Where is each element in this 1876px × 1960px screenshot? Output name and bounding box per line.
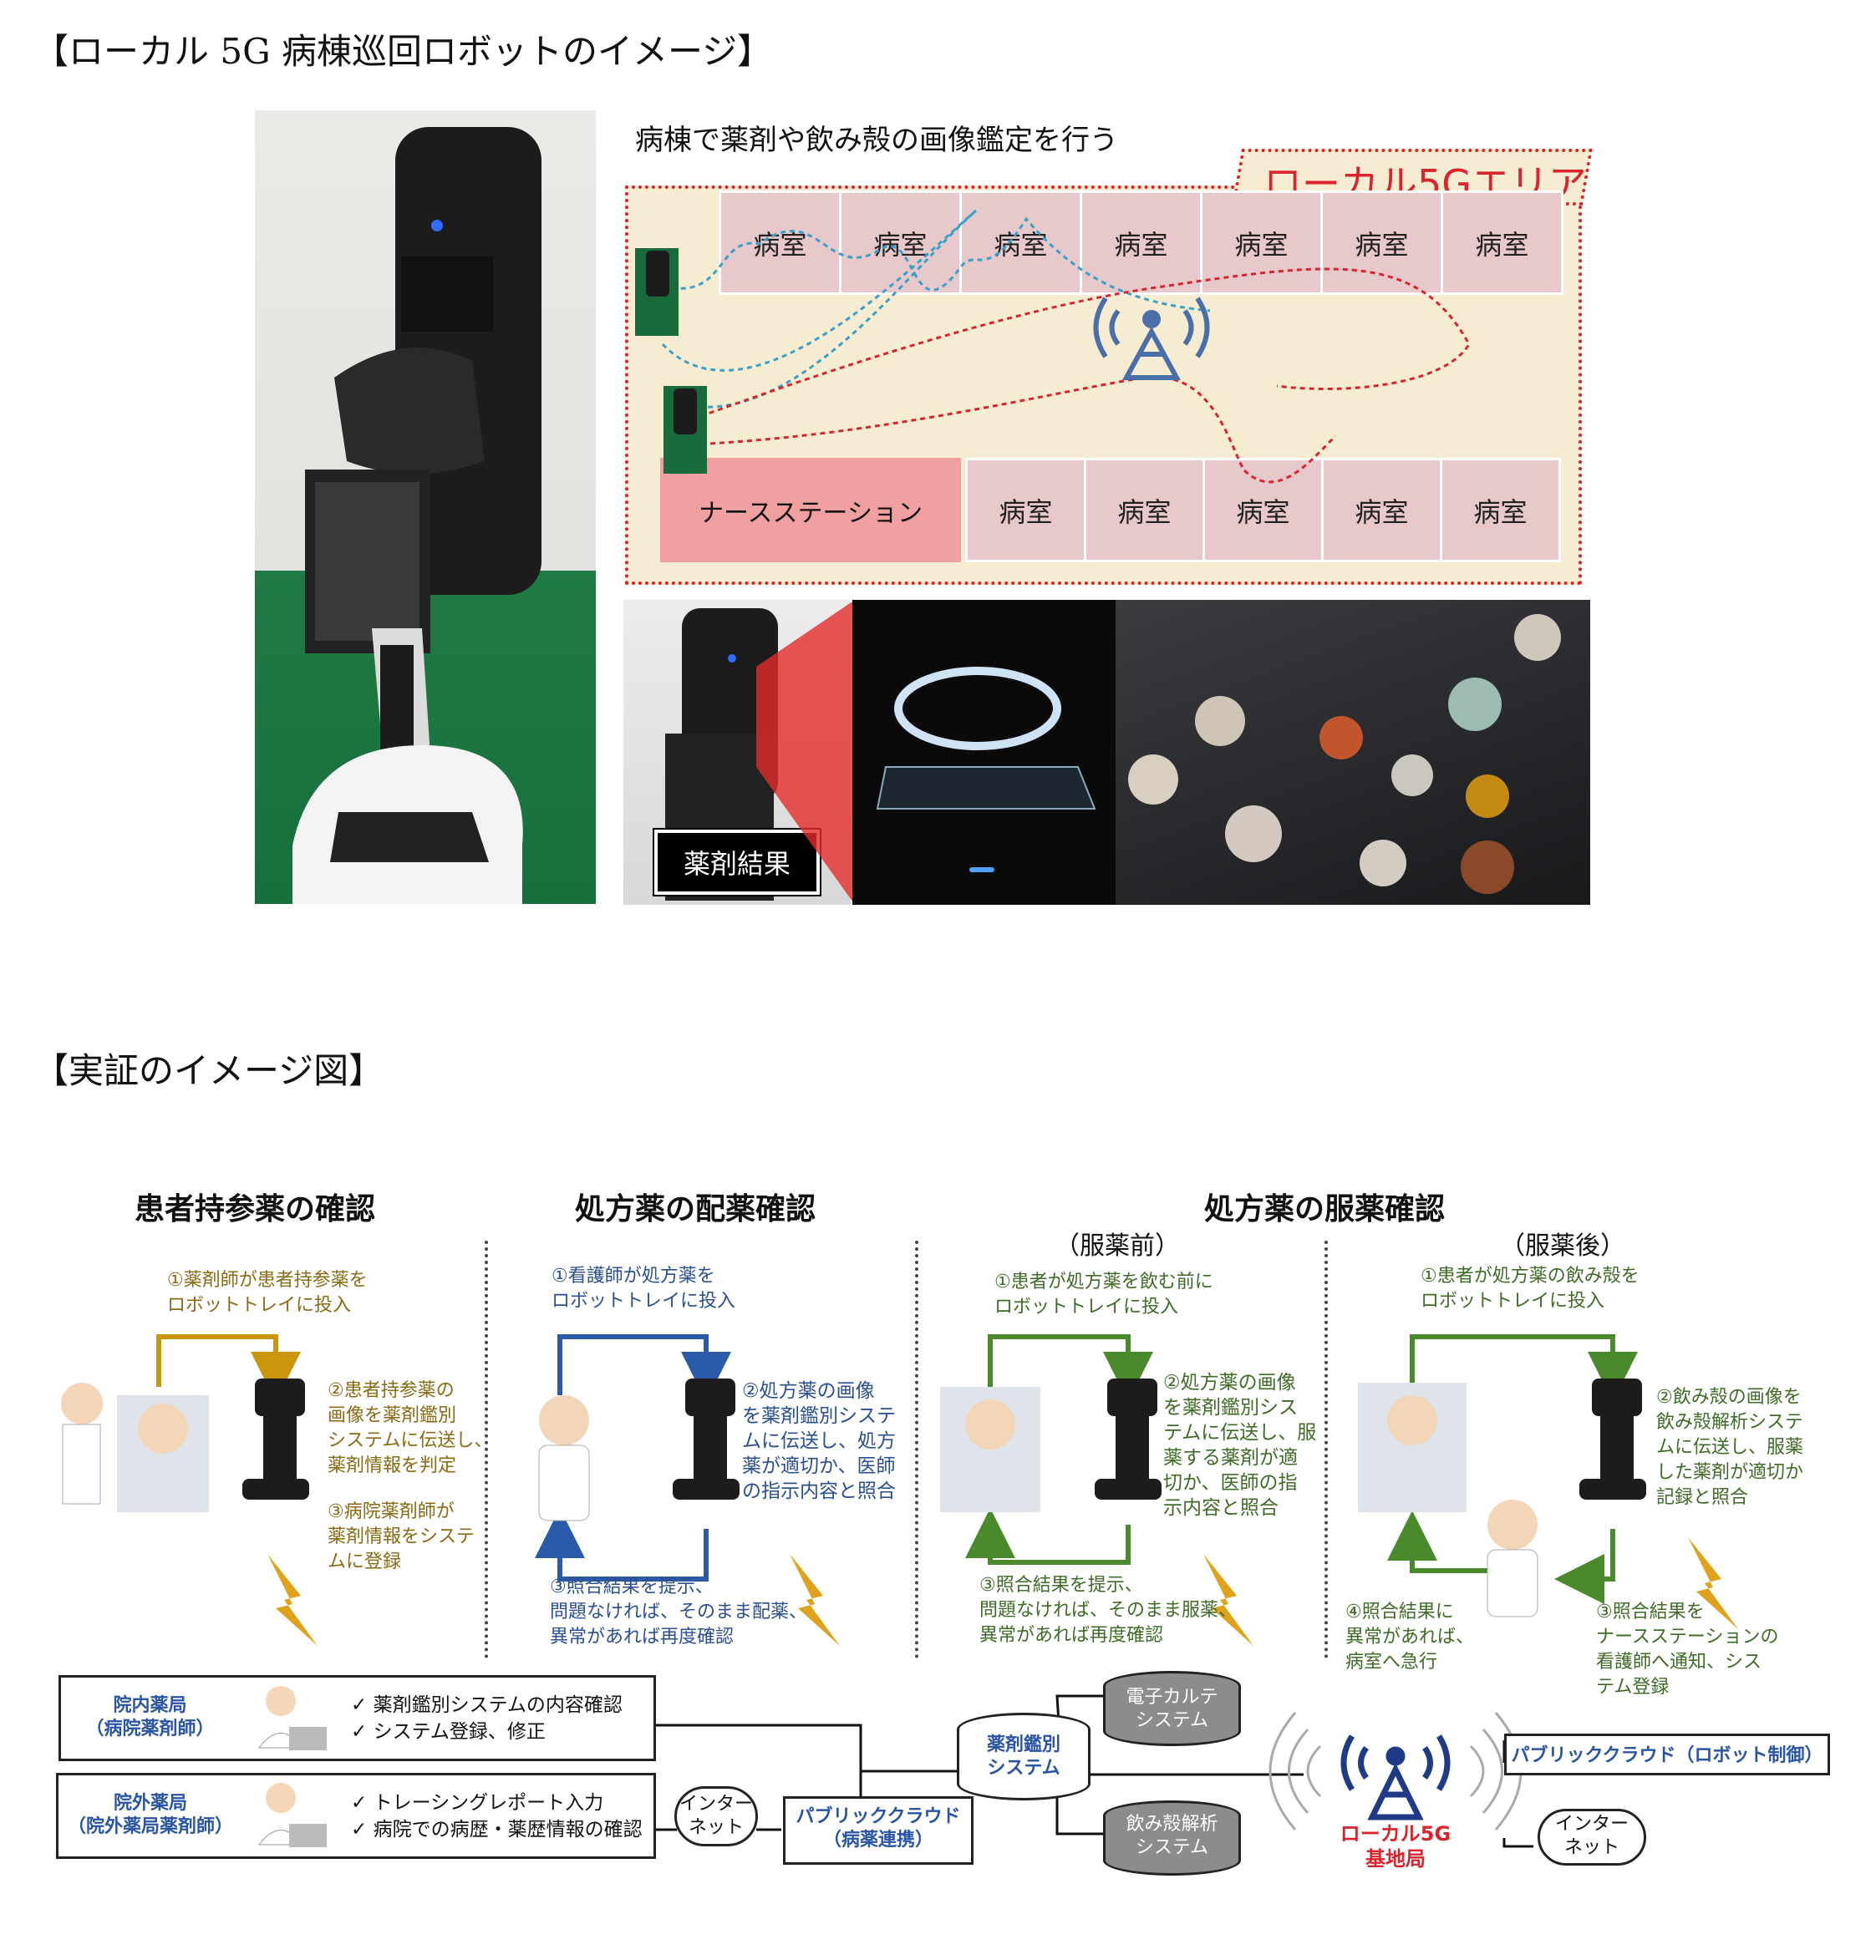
s3-before-step1: ①患者が処方薬を飲む前に ロボットトレイに投入: [994, 1272, 1213, 1318]
separator-2: [915, 1241, 918, 1658]
out-pharmacy-label: 院外薬局 （院外薬局薬剤師）: [67, 1793, 233, 1837]
map-caption: 病棟で薬剤や飲み殻の画像鑑定を行う: [635, 124, 1118, 157]
out-item-1: ✓ トレーシングレポート入力: [351, 1792, 604, 1814]
internet-cloud-2: [1538, 1809, 1646, 1866]
nurse-station: ナースステーション: [660, 458, 961, 562]
title-brought-in-meds: 患者持参薬の確認: [134, 1192, 376, 1226]
section-heading-robot: 【ローカル 5G 病棟巡回ロボットのイメージ】: [33, 31, 773, 72]
room-top-3: 病室: [959, 190, 1082, 295]
room-top-6: 病室: [1320, 190, 1443, 295]
s2-step1: ①看護師が処方薬を ロボットトレイに投入: [552, 1266, 736, 1312]
drug-system-label: 薬剤鑑別 システム: [986, 1734, 1060, 1779]
in-hospital-pharmacy-label: 院内薬局 （病院薬剤師）: [85, 1695, 215, 1739]
room-bottom-1: 病室: [965, 458, 1086, 562]
s3-before-step3: ③照合結果を提示、 問題なければ、そのまま服薬、 異常があれば再度確認: [979, 1575, 1238, 1646]
patrol-routes: [635, 209, 1471, 484]
label-before-intake: （服薬前）: [1055, 1231, 1180, 1261]
result-label: 薬剤結果: [654, 830, 820, 895]
in-item-1: ✓ 薬剤鑑別システムの内容確認: [351, 1694, 623, 1716]
in-hospital-pharmacy-box: [58, 1675, 656, 1761]
in-item-2: ✓ システム登録、修正: [351, 1721, 546, 1743]
room-top-1: 病室: [719, 190, 841, 295]
separator-1: [485, 1241, 488, 1658]
public-cloud-robot-box: [1504, 1734, 1830, 1775]
outside-pharmacist-icon: [249, 1778, 333, 1853]
s2-step2: ②処方薬の画像 を薬剤鑑別システ ムに伝送し、処方 薬が適切か、医師 の指示内容…: [742, 1380, 896, 1502]
room-top-5: 病室: [1200, 190, 1323, 295]
pills-photo: [1116, 600, 1590, 905]
public-cloud-pharma-label: パブリッククラウド （病薬連携）: [796, 1806, 961, 1851]
s3-after-step3: ③照合結果を ナースステーションの 看護師へ通知、シス テム登録: [1596, 1602, 1779, 1698]
room-bottom-5: 病室: [1440, 458, 1561, 562]
title-dispense-check: 処方薬の配薬確認: [574, 1192, 816, 1226]
s1-step2: ②患者持参薬の 画像を薬剤鑑別 システムに伝送し、 薬剤情報を判定: [328, 1380, 493, 1476]
shell-analysis-label: 飲み殻解析 システム: [1126, 1814, 1218, 1858]
pharmacist-icon: [249, 1681, 333, 1756]
internet-label-1: インター ネット: [679, 1794, 753, 1838]
s2-step3: ③照合結果を提示、 問題なければ、そのまま配薬、 異常があれば再度確認: [550, 1577, 808, 1648]
tray-photo: [852, 600, 1116, 905]
flow-diagram: [61, 1334, 1738, 1646]
room-top-4: 病室: [1080, 190, 1202, 295]
room-bottom-3: 病室: [1202, 458, 1324, 562]
label-after-intake: （服薬後）: [1500, 1231, 1625, 1261]
section-heading-demo: 【実証のイメージ図】: [33, 1050, 384, 1091]
base-station-label: ローカル5G 基地局: [1340, 1822, 1451, 1871]
out-item-2: ✓ 病院での病歴・薬歴情報の確認: [351, 1819, 643, 1841]
public-cloud-robot-label: パブリッククラウド（ロボット制御）: [1511, 1745, 1823, 1766]
room-top-7: 病室: [1441, 190, 1563, 295]
separator-3: [1324, 1241, 1328, 1658]
shell-analysis-db: [1103, 1800, 1241, 1876]
zoom-beam: [756, 600, 855, 905]
drug-system-db: [957, 1713, 1091, 1800]
robot-photo: [255, 110, 596, 904]
internet-label-2: インター ネット: [1554, 1814, 1629, 1858]
s3-after-step2: ②飲み殻の画像を 飲み殻解析システ ムに伝送し、服薬 した薬剤が適切か 記録と照…: [1656, 1387, 1804, 1508]
title-intake-check: 処方薬の服薬確認: [1203, 1192, 1446, 1226]
s3-after-step4: ④照合結果に 異常があれば、 病室へ急行: [1345, 1602, 1475, 1673]
out-pharmacy-box: [56, 1773, 656, 1859]
s1-step1: ①薬剤師が患者持参薬を ロボットトレイに投入: [167, 1270, 368, 1316]
internet-cloud-1: [674, 1786, 758, 1846]
s1-step3: ③病院薬剤師が 薬剤情報をシステ ムに登録: [328, 1501, 475, 1572]
s3-before-step2: ②処方薬の画像 を薬剤鑑別シス テムに伝送し、服 薬する薬剤が適 切か、医師の指…: [1163, 1372, 1317, 1519]
ehr-label: 電子カルテ システム: [1126, 1687, 1218, 1731]
public-cloud-pharma-box: [783, 1796, 974, 1865]
s3-after-step1: ①患者が処方薬の飲み殻を ロボットトレイに投入: [1421, 1266, 1640, 1312]
ehr-db: [1103, 1671, 1241, 1746]
